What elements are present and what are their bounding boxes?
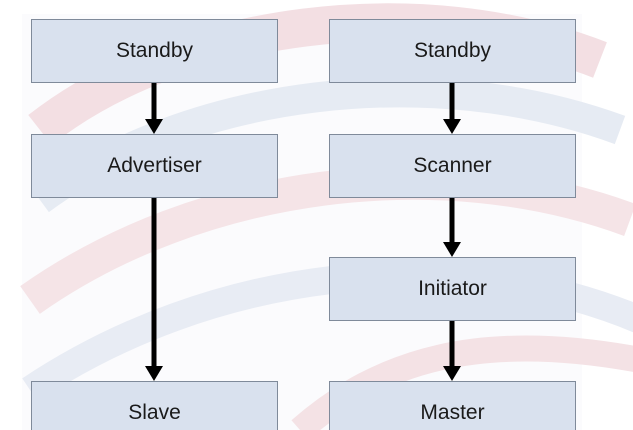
left-node-advertiser: Advertiser (31, 134, 278, 198)
arrow-standby-to-scanner (443, 83, 461, 134)
right-node-standby-label: Standby (413, 39, 492, 62)
left-node-standby: Standby (31, 19, 278, 83)
arrow-initiator-to-master (443, 321, 461, 381)
arrow-scanner-to-initiator (443, 198, 461, 257)
left-node-advertiser-label: Advertiser (107, 154, 202, 177)
arrow-advertiser-to-slave (145, 198, 163, 381)
left-node-standby-label: Standby (115, 39, 194, 62)
right-node-standby: Standby (329, 19, 576, 83)
right-node-initiator: Initiator (329, 257, 576, 321)
arrow-standby-to-advertiser (145, 83, 163, 134)
right-node-initiator-label: Initiator (418, 277, 487, 300)
left-node-slave: Slave (31, 381, 278, 430)
right-node-scanner: Scanner (329, 134, 576, 198)
left-node-slave-label: Slave (128, 401, 181, 424)
right-node-master-label: Master (420, 401, 485, 424)
right-node-master: Master (329, 381, 576, 430)
right-node-scanner-label: Scanner (413, 154, 492, 177)
